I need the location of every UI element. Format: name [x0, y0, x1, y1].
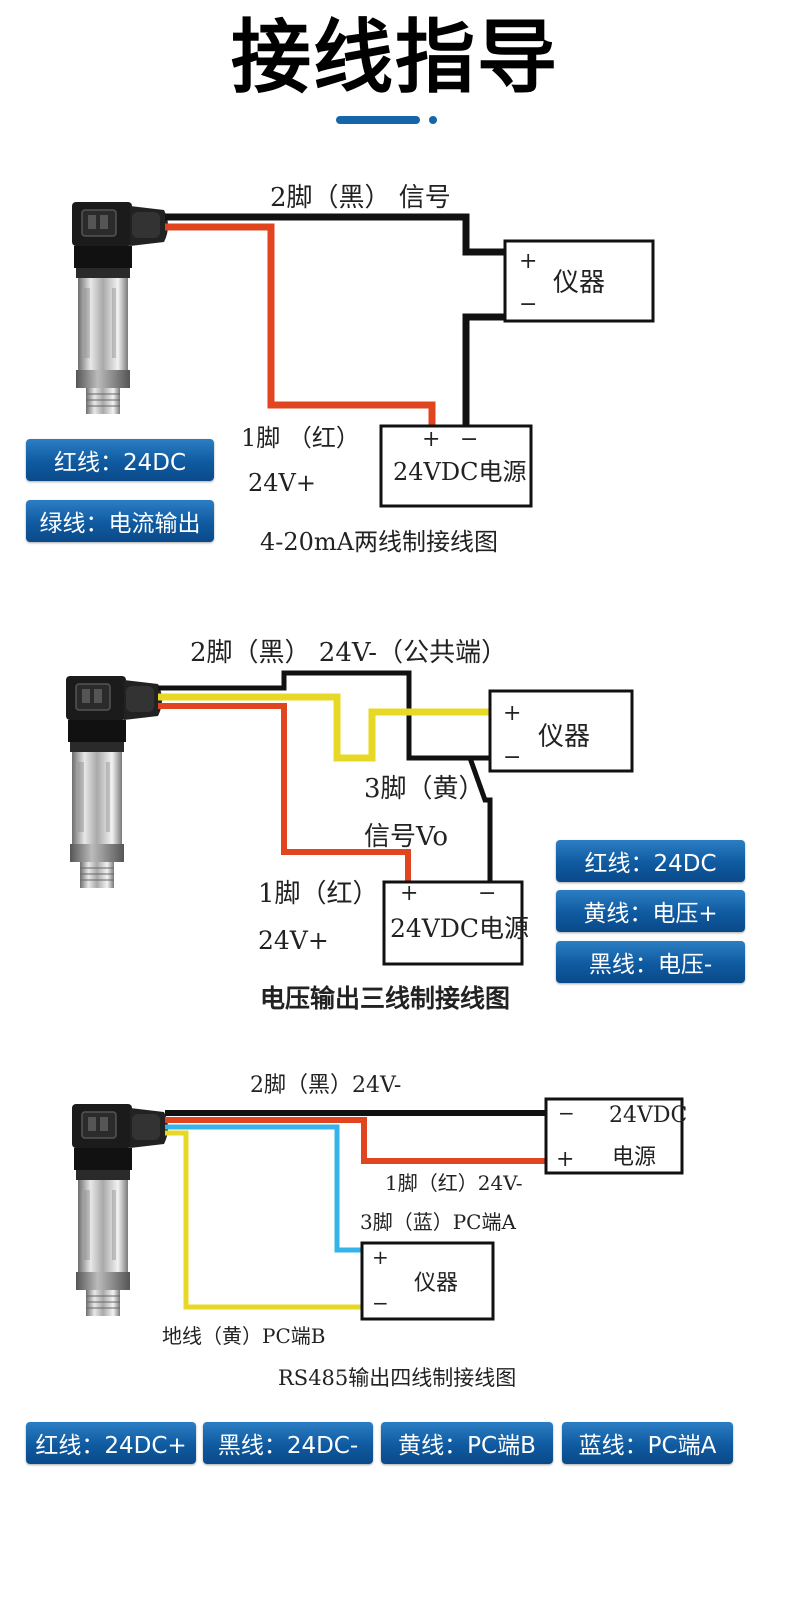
instrument-minus: − — [503, 745, 521, 770]
legend-badge-red-wire: 红线：24DC — [26, 439, 214, 481]
power-minus: − — [558, 1101, 575, 1125]
legend-badge-red-wire: 红线：24DC+ — [26, 1422, 196, 1464]
pin2-label: 2脚（黑） 24V-（公共端） — [190, 638, 507, 668]
legend-badge-green-wire: 绿线：电流输出 — [26, 500, 214, 542]
diagram-caption: RS485输出四线制接线图 — [278, 1366, 516, 1390]
diagram-three-wire: 2脚（黑） 24V-（公共端） + − 仪器 3脚（黄） 信号Vo 1脚（红） … — [65, 638, 634, 1013]
voltage-label: 24V+ — [258, 926, 329, 955]
yellow-wire — [165, 1130, 362, 1310]
legend-badge-black-wire: 黑线：24DC- — [203, 1422, 373, 1464]
instrument-box — [503, 239, 655, 323]
instrument-plus: + — [519, 249, 537, 274]
pin2-label: 2脚（黑） 信号 — [270, 183, 451, 213]
instrument-label: 仪器 — [553, 268, 605, 298]
diagram-caption: 电压输出三线制接线图 — [260, 984, 510, 1013]
diagram-four-wire: 2脚（黑）24V- − 24VDC + 电源 1脚（红）24V- 3脚（蓝）PC… — [71, 1073, 687, 1390]
diagram-caption: 4-20mA两线制接线图 — [260, 528, 498, 556]
instrument-box — [488, 689, 634, 773]
instrument-plus: + — [372, 1245, 389, 1269]
legend-badge-blue-wire: 蓝线：PC端A — [562, 1422, 733, 1464]
power-minus: − — [460, 427, 478, 452]
power-top-label: 24VDC — [609, 1103, 687, 1128]
legend-badge-red-wire: 红线：24DC — [556, 840, 745, 882]
title-underline-dot — [429, 116, 437, 124]
power-label: 24VDC电源 — [393, 458, 526, 486]
voltage-label: 24V+ — [248, 469, 316, 497]
blue-wire — [165, 1124, 362, 1253]
red-wire — [165, 223, 436, 428]
red-wire — [165, 1117, 546, 1164]
legend-badge-yellow-wire: 黄线：PC端B — [381, 1422, 553, 1464]
pin3-label: 3脚（蓝）PC端A — [360, 1210, 516, 1234]
signal-label: 信号Vo — [364, 822, 448, 852]
title-underline — [336, 116, 420, 124]
pressure-transmitter-icon — [71, 1103, 169, 1317]
diagram-two-wire: 2脚（黑） 信号 + − 仪器 1脚 （红） + − 24VDC电源 24V+ … — [71, 183, 655, 556]
instrument-minus: − — [372, 1291, 389, 1315]
power-box — [382, 880, 524, 966]
power-label: 24VDC电源 — [390, 914, 529, 943]
power-plus: + — [400, 881, 418, 906]
instrument-label: 仪器 — [414, 1271, 458, 1296]
power-plus: + — [556, 1147, 574, 1172]
legend-badge-black-wire: 黑线：电压- — [556, 941, 745, 983]
ground-label: 地线（黄）PC端B — [162, 1324, 325, 1348]
page-title: 接线指导 — [231, 11, 559, 104]
red-wire — [158, 703, 411, 882]
pin3-label: 3脚（黄） — [364, 774, 485, 804]
black-wire — [165, 213, 505, 256]
instrument-label: 仪器 — [538, 722, 590, 752]
pin1-label: 1脚（红） — [258, 879, 379, 909]
instrument-box — [360, 1241, 495, 1321]
black-wire-to-power — [462, 313, 505, 428]
pin1-label: 1脚（红）24V- — [385, 1171, 523, 1195]
power-box — [544, 1097, 684, 1175]
pin2-label: 2脚（黑）24V- — [250, 1073, 401, 1098]
power-box — [379, 424, 533, 508]
pressure-transmitter-icon — [71, 201, 169, 415]
yellow-wire — [158, 693, 490, 762]
power-bottom-label: 电源 — [612, 1145, 656, 1170]
pin1-label: 1脚 （红） — [241, 424, 360, 452]
legend-badge-yellow-wire: 黄线：电压+ — [556, 890, 745, 932]
pressure-transmitter-icon — [65, 675, 163, 889]
instrument-minus: − — [519, 292, 537, 317]
instrument-plus: + — [503, 701, 521, 726]
power-plus: + — [422, 427, 440, 452]
power-minus: − — [478, 881, 496, 906]
